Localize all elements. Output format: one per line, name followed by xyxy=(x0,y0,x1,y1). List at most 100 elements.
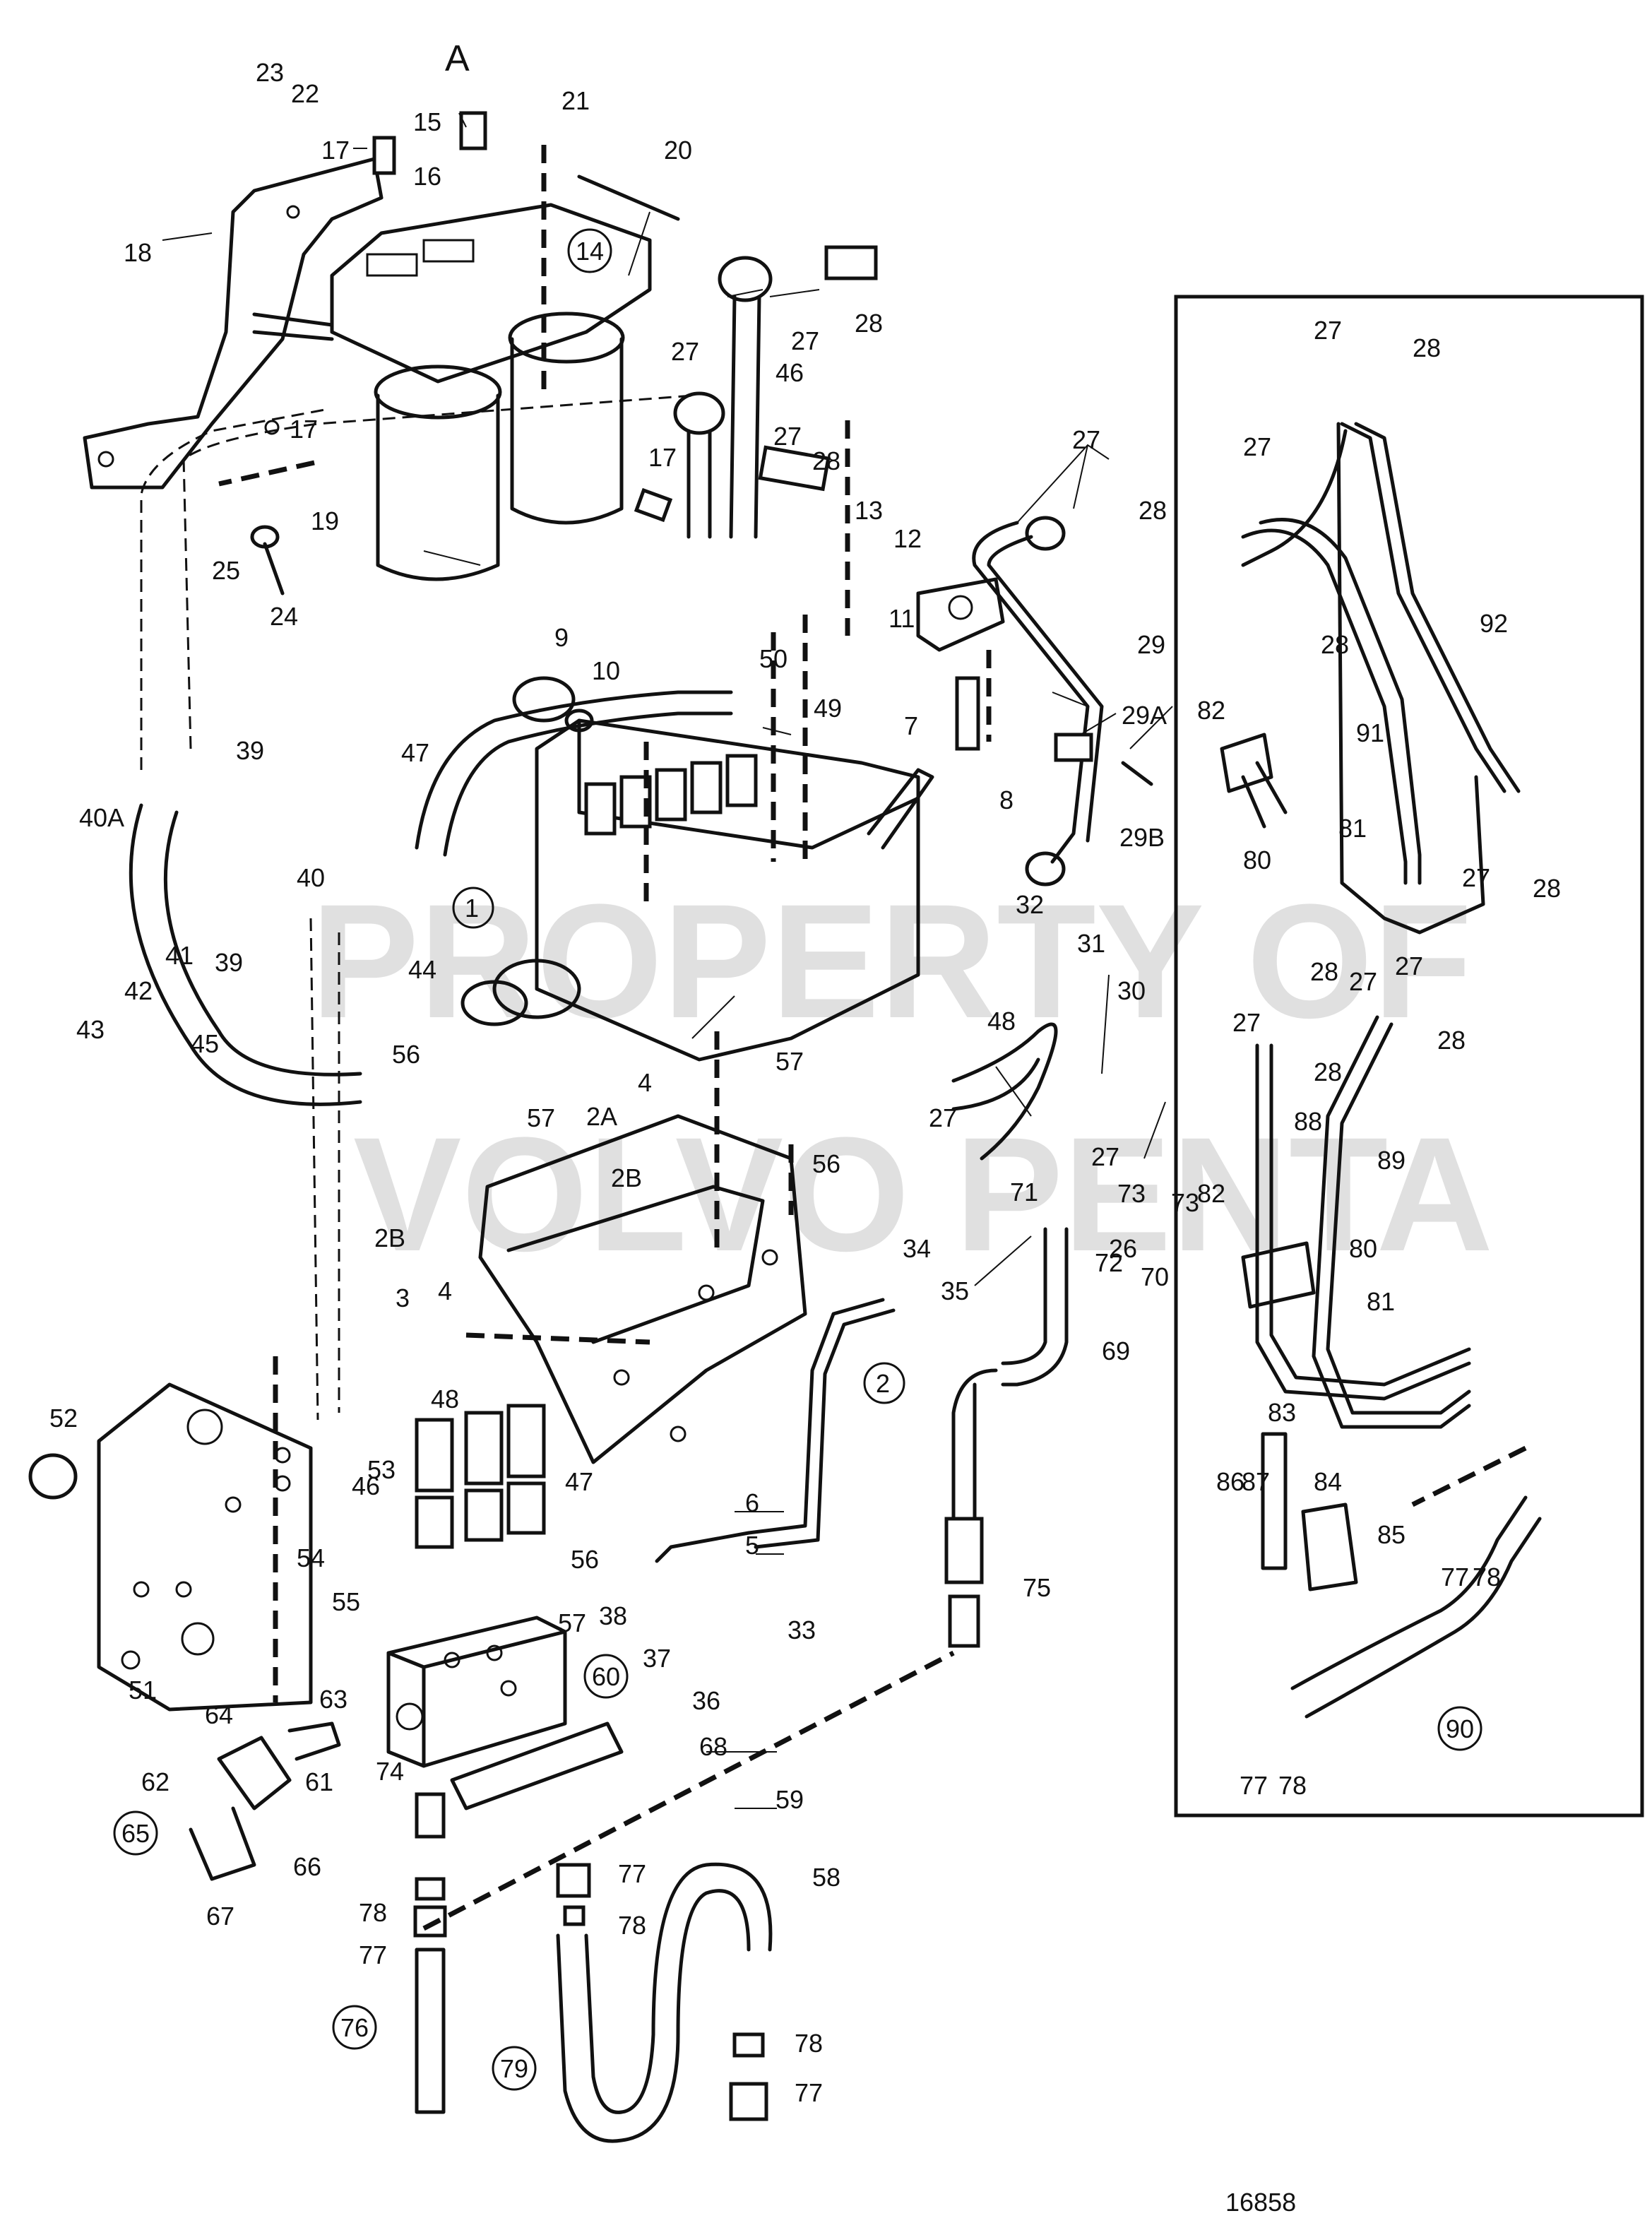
callout-29b: 29B xyxy=(1119,823,1165,852)
callout-82-lower: 82 xyxy=(1197,1179,1225,1208)
callout-28-e: 28 xyxy=(1321,630,1349,659)
callout-77-d: 77 xyxy=(1441,1563,1469,1591)
callout-88: 88 xyxy=(1294,1107,1322,1136)
callout-41: 41 xyxy=(165,941,194,970)
callout-18: 18 xyxy=(124,238,152,267)
callout-27-f: 27 xyxy=(1091,1142,1119,1171)
fuel-line-46 xyxy=(673,245,878,539)
callout-19: 19 xyxy=(311,506,339,535)
callout-83: 83 xyxy=(1268,1398,1296,1427)
callout-35: 35 xyxy=(941,1276,969,1305)
callout-69: 69 xyxy=(1102,1336,1130,1365)
callout-9: 9 xyxy=(554,623,569,652)
callout-80-lower: 80 xyxy=(1349,1234,1377,1263)
callout-20: 20 xyxy=(664,136,692,165)
callout-79: 79 xyxy=(492,2046,537,2091)
callout-48-top: 48 xyxy=(987,1007,1016,1036)
callout-21: 21 xyxy=(561,86,590,115)
fuel-hoses xyxy=(129,803,1069,1535)
callout-72: 72 xyxy=(1095,1248,1123,1277)
callout-36: 36 xyxy=(692,1686,720,1715)
callout-44: 44 xyxy=(408,955,436,984)
svg-text:65: 65 xyxy=(121,1819,150,1848)
figure-number: 16858 xyxy=(1225,2188,1296,2217)
watermark-line-2: VOLVO PENTA xyxy=(353,1103,1493,1285)
callout-57-mid: 57 xyxy=(776,1047,804,1076)
callout-81-upper: 81 xyxy=(1338,814,1367,843)
callout-39-top: 39 xyxy=(236,736,264,765)
callout-60: 60 xyxy=(583,1654,629,1699)
svg-text:76: 76 xyxy=(340,2013,369,2042)
callout-62: 62 xyxy=(141,1767,170,1796)
callout-2a: 2A xyxy=(586,1102,617,1131)
callout-11: 11 xyxy=(889,604,915,633)
callout-45: 45 xyxy=(191,1029,219,1058)
callout-14: 14 xyxy=(567,228,612,273)
callout-17-right: 17 xyxy=(648,443,677,472)
boundary-lines xyxy=(140,145,1527,1931)
callout-75: 75 xyxy=(1023,1573,1051,1602)
callout-66: 66 xyxy=(293,1852,321,1881)
pipe-fittings xyxy=(415,1404,984,1648)
callout-12: 12 xyxy=(893,524,922,553)
callout-28-c: 28 xyxy=(1139,496,1167,525)
callout-24: 24 xyxy=(270,602,298,631)
svg-text:1: 1 xyxy=(465,894,479,923)
svg-text:60: 60 xyxy=(592,1662,620,1691)
callout-85: 85 xyxy=(1377,1520,1406,1549)
callout-89: 89 xyxy=(1377,1146,1406,1175)
callout-90: 90 xyxy=(1437,1706,1482,1751)
callout-27-l: 27 xyxy=(1349,967,1377,996)
callout-77-a: 77 xyxy=(359,1940,387,1969)
callout-28-h: 28 xyxy=(1314,1057,1342,1086)
svg-text:79: 79 xyxy=(500,2054,528,2083)
section-label: A xyxy=(445,38,470,79)
callout-56-mid: 56 xyxy=(812,1149,840,1178)
lower-hoses xyxy=(413,1792,773,2143)
callout-27-d: 27 xyxy=(1072,425,1100,454)
callout-31: 31 xyxy=(1077,929,1105,958)
vent-valve xyxy=(189,1721,341,1881)
leader-lines xyxy=(162,112,1173,1809)
callout-39-bottom: 39 xyxy=(215,948,243,977)
callout-42: 42 xyxy=(124,976,153,1005)
callout-8: 8 xyxy=(999,786,1014,814)
callout-40: 40 xyxy=(297,863,325,892)
callout-70: 70 xyxy=(1141,1262,1169,1291)
callout-68: 68 xyxy=(699,1732,727,1761)
callout-26: 26 xyxy=(1109,1234,1137,1263)
callout-51: 51 xyxy=(129,1676,157,1705)
fuel-pipe-2 xyxy=(655,1298,896,1563)
callout-40a: 40A xyxy=(79,803,124,832)
callout-17-left: 17 xyxy=(290,415,318,444)
callout-61: 61 xyxy=(305,1767,333,1796)
callout-13: 13 xyxy=(855,496,883,525)
callout-78-d: 78 xyxy=(1473,1563,1501,1591)
callout-27-b: 27 xyxy=(791,326,819,355)
callout-16: 16 xyxy=(413,162,441,191)
callout-78-e: 78 xyxy=(1278,1771,1307,1800)
callout-80-upper: 80 xyxy=(1243,846,1271,875)
callout-17-top: 17 xyxy=(321,136,350,165)
callout-78-b: 78 xyxy=(618,1911,646,1940)
fuel-filter-assembly xyxy=(83,111,680,595)
callout-2b-lower: 2B xyxy=(374,1223,405,1252)
callout-27-j: 27 xyxy=(1395,952,1423,980)
callout-52: 52 xyxy=(49,1404,78,1433)
svg-text:90: 90 xyxy=(1446,1714,1474,1743)
callout-47-bottom: 47 xyxy=(565,1467,593,1496)
callout-38: 38 xyxy=(599,1601,627,1630)
callout-78-a: 78 xyxy=(359,1898,387,1927)
callout-23: 23 xyxy=(256,58,284,87)
callout-10: 10 xyxy=(592,656,620,685)
callout-34: 34 xyxy=(903,1234,931,1263)
callout-50: 50 xyxy=(759,644,788,673)
callout-73-a: 73 xyxy=(1117,1179,1146,1208)
callout-27-a: 27 xyxy=(671,337,699,366)
callout-84: 84 xyxy=(1314,1467,1342,1496)
callout-92: 92 xyxy=(1480,609,1508,638)
callout-30: 30 xyxy=(1117,976,1146,1005)
callout-27-g: 27 xyxy=(1314,316,1342,345)
callout-59: 59 xyxy=(776,1785,804,1814)
callout-71: 71 xyxy=(1010,1178,1038,1207)
